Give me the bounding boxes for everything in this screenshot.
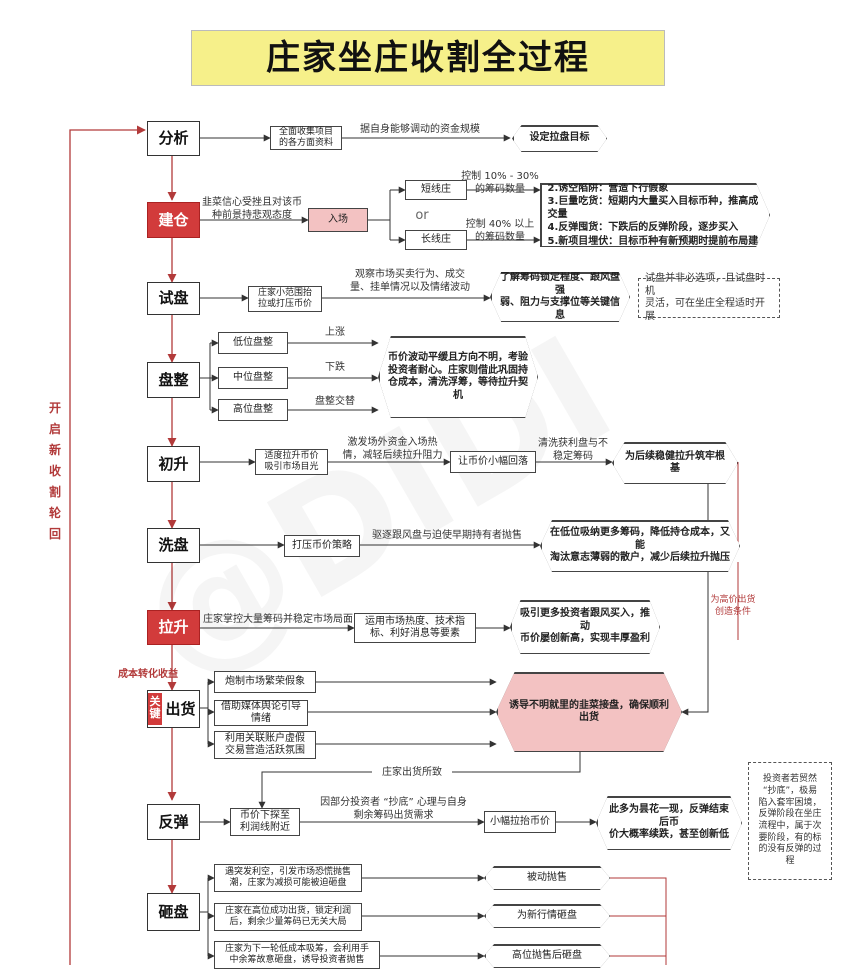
ship-item-1: 炮制市场繁荣假象 [214, 671, 316, 693]
consolidate-high: 高位盘整 [218, 399, 288, 421]
consolidate-mid: 中位盘整 [218, 367, 288, 389]
analyze-goal-text: 设定拉盘目标 [513, 126, 606, 151]
stage-wash: 洗盘 [147, 528, 200, 563]
smash-result-1-text: 被动抛售 [485, 867, 609, 889]
build-enter-box: 入场 [308, 208, 368, 232]
rebound-result: 此多为昙花一现，反弹结束后币 价大概率续跌，甚至创新低 [596, 796, 742, 850]
stage-rebound: 反弹 [147, 804, 200, 840]
rebound-result-text: 此多为昙花一现，反弹结束后币 价大概率续跌，甚至创新低 [597, 797, 741, 849]
ship-edge-label: 庄家出货所致 [372, 766, 452, 779]
wash-result: 在低位吸纳更多筹码，降低持仓成本，又能 淘汰意志薄弱的散户，减少后续拉升抛压 [540, 520, 740, 572]
ship-result-text: 诱导不明就里的韭菜接盘，确保顺利出货 [497, 673, 681, 751]
build-method-3: 3.巨量吃货：短期内大量买入目标币种，推高成交量 [547, 196, 759, 220]
build-long-note: 控制 40% 以上 的筹码数量 [465, 219, 535, 243]
build-edge-label: 韭菜信心受挫且对该币 种前景持悲观态度 [202, 197, 302, 221]
rebound-mid-box: 小幅拉抬币价 [484, 811, 556, 833]
wash-edge-label: 驱逐跟风盘与迫使早期持有者抛售 [372, 530, 522, 541]
consolidate-down-label: 下跌 [325, 362, 345, 373]
pull-result: 吸引更多投资者跟风买入，推动 币价屡创新高，实现丰厚盈利 [510, 600, 660, 654]
stage-pull: 拉升 [147, 610, 200, 645]
test-result: 了解筹码锁定程度、跟风盘强 弱、阻力与支撑位等关键信息 [490, 272, 630, 322]
ship-item-2: 借助媒体舆论引导 情绪 [214, 700, 308, 726]
ship-item-3: 利用关联账户虚假 交易营造活跃氛围 [214, 731, 316, 759]
analyze-edge-label: 据自身能够调动的资金规模 [360, 124, 480, 135]
pull-box: 运用市场热度、技术指 标、利好消息等要素 [354, 613, 476, 643]
build-short-box: 短线庄 [405, 180, 467, 200]
rise-mid-box: 让币价小幅回落 [450, 451, 536, 473]
consolidate-up-label: 上涨 [325, 327, 345, 338]
build-method-5: 5.新项目埋伏：目标币种有新预期时提前布局建仓。 [547, 235, 759, 260]
build-method-2: 2.诱空陷阱：营造下行假象 [547, 182, 669, 194]
build-methods: 1.利空吸筹：借币圈负面新闻 2.诱空陷阱：营造下行假象 3.巨量吃货：短期内大… [540, 183, 770, 247]
test-result-text: 了解筹码锁定程度、跟风盘强 弱、阻力与支撑位等关键信息 [491, 272, 629, 321]
stage-analyze: 分析 [147, 121, 200, 156]
rise-result: 为后续稳健拉升筑牢根基 [612, 442, 738, 484]
smash-result-2: 为新行情砸盘 [484, 904, 610, 928]
rise-result-text: 为后续稳健拉升筑牢根基 [613, 443, 737, 483]
smash-item-2: 庄家在高位成功出货，锁定利润 后，剩余少量筹码已无关大局 [214, 903, 362, 931]
smash-result-3-text: 高位抛售后砸盘 [485, 945, 609, 967]
cost-to-profit-note: 成本转化收益 [118, 669, 178, 680]
pull-edge-label: 庄家掌控大量筹码并稳定市场局面 [203, 614, 353, 625]
wash-result-text: 在低位吸纳更多筹码，降低持仓成本，又能 淘汰意志薄弱的散户，减少后续拉升抛压 [541, 521, 739, 571]
wash-box: 打压币价策略 [284, 535, 360, 557]
pull-result-text: 吸引更多投资者跟风买入，推动 币价屡创新高，实现丰厚盈利 [511, 601, 659, 653]
consolidate-low: 低位盘整 [218, 332, 288, 354]
test-edge-label: 观察市场买卖行为、成交 量、挂单情况以及情绪波动 [350, 269, 470, 293]
build-long-box: 长线庄 [405, 230, 467, 250]
build-method-4: 4.反弹囤货：下跌后的反弹阶段，逐步买入 [547, 222, 739, 234]
stage-test: 试盘 [147, 282, 200, 315]
stage-rise: 初升 [147, 446, 200, 482]
smash-result-3: 高位抛售后砸盘 [484, 944, 610, 968]
rise-box: 适度拉升币价 吸引市场目光 [255, 449, 328, 475]
cycle-label: 开启新收割轮回 [48, 401, 61, 541]
rebound-note: 投资者若贸然 “抄底”，极易 陷入套牢困境， 反弹阶段在坐庄 流程中，属于次 要… [748, 762, 832, 880]
page-title: 庄家坐庄收割全过程 [191, 30, 665, 86]
smash-result-2-text: 为新行情砸盘 [485, 905, 609, 927]
test-note: 试盘并非必选项，且试盘时机 灵活，可在坐庄全程适时开展 [638, 273, 780, 322]
build-short-note: 控制 10% - 30% 的筹码数量 [461, 171, 539, 195]
rebound-edge-label: 因部分投资者 “抄底” 心理与自身 剩余筹码出货需求 [320, 797, 467, 821]
smash-result-1: 被动抛售 [484, 866, 610, 890]
analyze-goal: 设定拉盘目标 [512, 125, 607, 152]
stage-consolidate: 盘整 [147, 362, 200, 398]
stage-build: 建仓 [147, 202, 200, 238]
analyze-collect-box: 全面收集项目 的各方面资料 [270, 126, 342, 150]
key-tag: 关键 [148, 693, 162, 725]
consolidate-result-text: 币价波动平缓且方向不明，考验 投资者耐心。庄家则借此巩固持 仓成本，清洗浮筹，等… [379, 337, 537, 417]
rise-edge2-label: 清洗获利盘与不 稳定筹码 [538, 438, 608, 462]
build-or-label: or [415, 208, 429, 223]
smash-item-1: 遇突发利空，引发市场恐慌抛售 潮，庄家为减损可能被迫砸盘 [214, 864, 362, 892]
test-box: 庄家小范围抬 拉或打压币价 [248, 286, 322, 312]
rebound-box: 币价下探至 利润线附近 [230, 808, 300, 836]
pull-side-note: 为高价出货 创造条件 [710, 595, 756, 617]
rise-edge-label: 激发场外资金入场热 情，减轻后续拉升阻力 [342, 437, 443, 461]
consolidate-result: 币价波动平缓且方向不明，考验 投资者耐心。庄家则借此巩固持 仓成本，清洗浮筹，等… [378, 336, 538, 418]
stage-smash: 砸盘 [147, 893, 200, 931]
build-methods-list: 1.利空吸筹：借币圈负面新闻 2.诱空陷阱：营造下行假象 3.巨量吃货：短期内大… [541, 182, 769, 247]
ship-result: 诱导不明就里的韭菜接盘，确保顺利出货 [496, 672, 682, 752]
consolidate-flat-label: 盘整交替 [315, 396, 355, 407]
